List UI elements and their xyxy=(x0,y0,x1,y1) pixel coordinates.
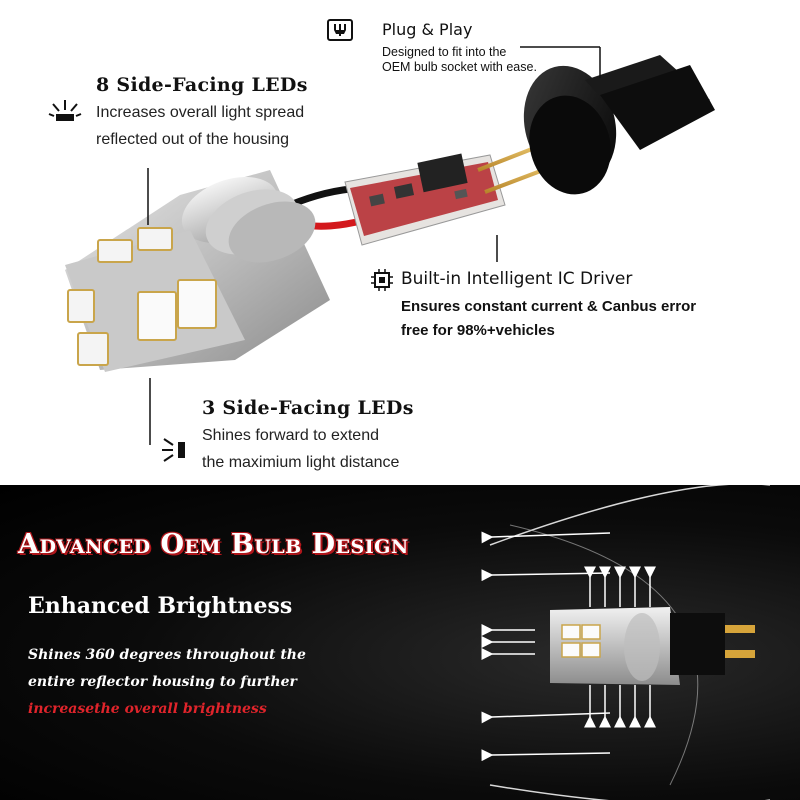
product-feature-panel: Plug & Play Designed to fit into the OEM… xyxy=(48,16,715,471)
led-bulb-body xyxy=(65,170,330,372)
forward-light-icon xyxy=(160,434,190,469)
plug-play-line1: Designed to fit into the xyxy=(382,45,507,59)
plug-play-line2: OEM bulb socket with ease. xyxy=(382,60,537,74)
brightness-banner: Advanced Oem Bulb Design Enhanced Bright… xyxy=(0,485,800,800)
ic-driver-line1: Ensures constant current & Canbus error xyxy=(401,298,697,315)
light-spread-diagram xyxy=(481,485,770,800)
banner-line2: entire reflector housing to further xyxy=(28,674,297,690)
ic-driver-title: Built-in Intelligent IC Driver xyxy=(401,269,633,289)
side-leds-line1: Increases overall light spread xyxy=(96,104,305,121)
led-bulb-illustration xyxy=(65,46,715,445)
small-bulb xyxy=(550,607,755,685)
banner-subhead: Enhanced Brightness xyxy=(28,593,293,619)
ic-driver-line2: free for 98%+vehicles xyxy=(401,322,555,339)
light-spread-icon xyxy=(48,98,82,129)
front-leds-line1: Shines forward to extend xyxy=(202,427,379,444)
front-leds-line2: the maximium light distance xyxy=(202,454,400,471)
chip-icon xyxy=(370,268,394,297)
banner-headline: Advanced Oem Bulb Design xyxy=(18,529,409,560)
banner-line3: increasethe overall brightness xyxy=(28,701,267,717)
ic-driver-board xyxy=(344,153,506,246)
front-leds-title: 3 Side-Facing LEDs xyxy=(202,397,414,419)
side-leds-title: 8 Side-Facing LEDs xyxy=(96,74,308,96)
plug-icon xyxy=(326,16,356,49)
plug-socket xyxy=(523,55,715,195)
side-leds-line2: reflected out of the housing xyxy=(96,131,290,148)
plug-play-title: Plug & Play xyxy=(382,20,473,39)
banner-line1: Shines 360 degrees throughout the xyxy=(28,647,306,663)
